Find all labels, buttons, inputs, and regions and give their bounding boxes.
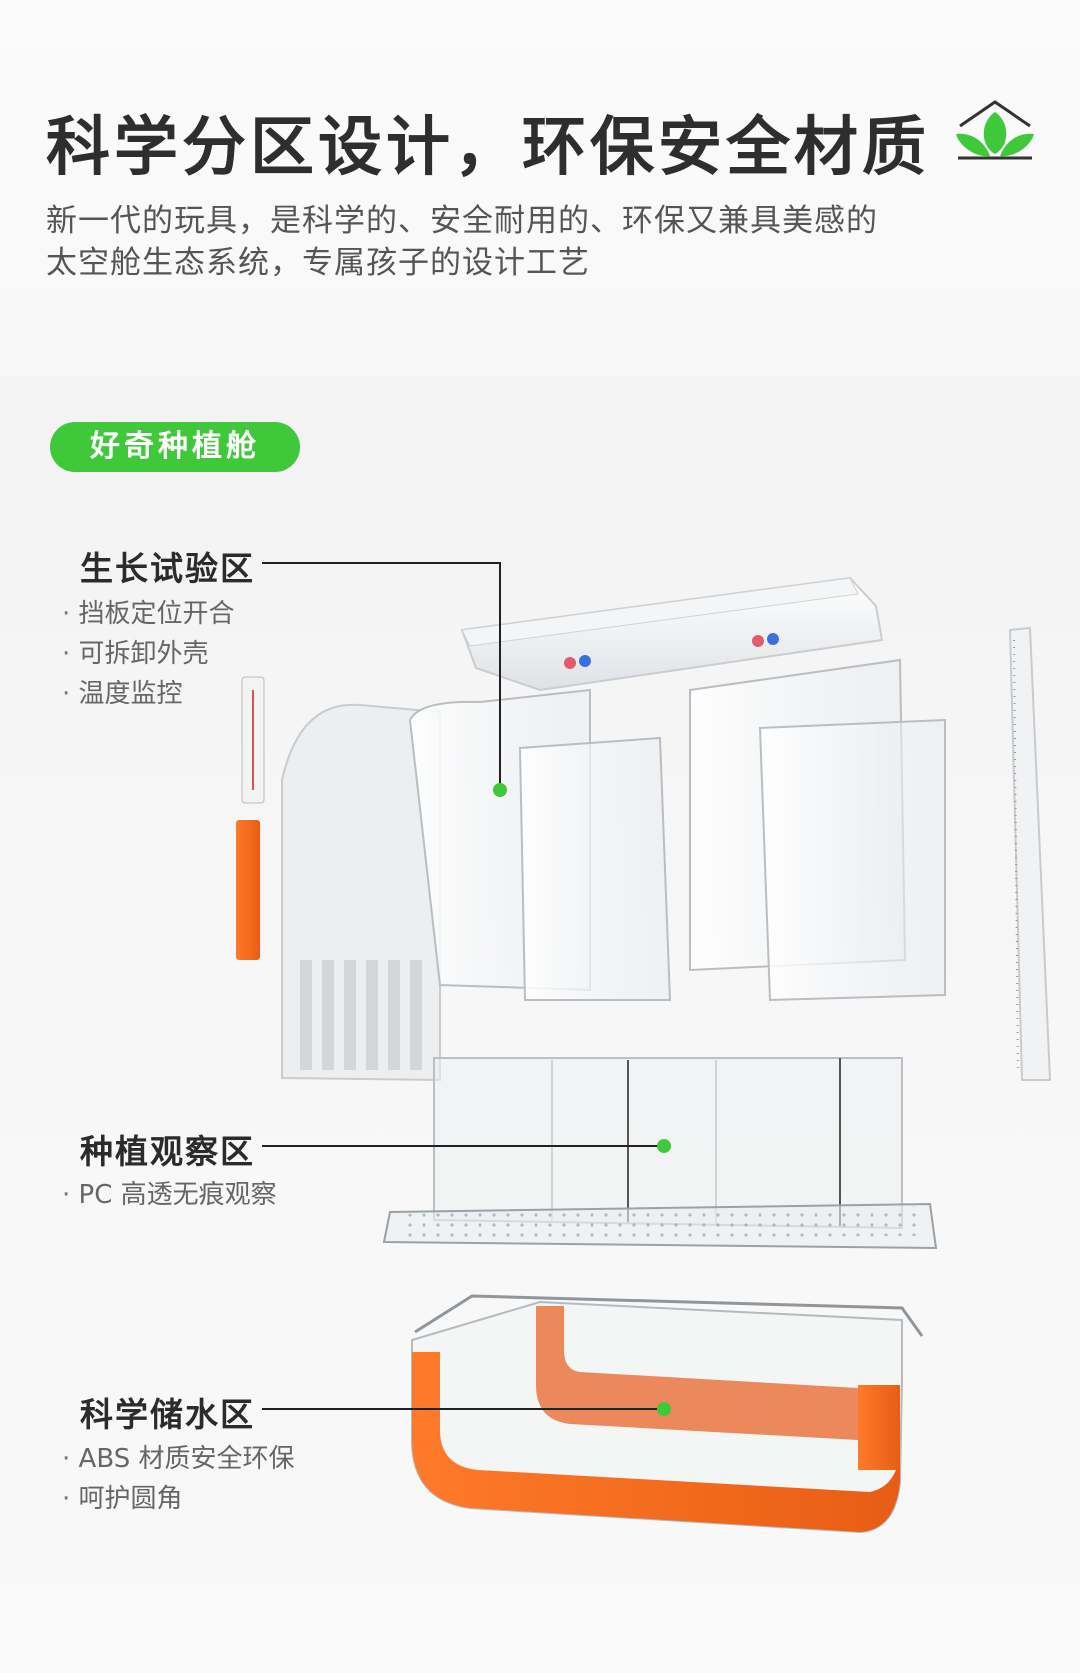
leaf-house-icon bbox=[956, 100, 1034, 160]
zone-title-growth: 生长试验区 bbox=[80, 549, 255, 588]
side-cap-shape bbox=[281, 703, 441, 1082]
list-item: 温度监控 bbox=[62, 674, 235, 714]
callout-dots bbox=[493, 783, 671, 1416]
list-item: 挡板定位开合 bbox=[62, 594, 235, 634]
product-tag: 好奇种植舱 bbox=[50, 422, 300, 472]
zone-title-water: 科学储水区 bbox=[80, 1395, 255, 1434]
subtitle-line: 太空舱生态系统，专属孩子的设计工艺 bbox=[46, 245, 590, 281]
page-title: 科学分区设计，环保安全材质 bbox=[46, 111, 930, 185]
planting-feature-list: PC 高透无痕观察 bbox=[62, 1175, 277, 1215]
orange-clip-shape bbox=[236, 820, 260, 960]
top-section: 科学分区设计，环保安全材质 新一代的玩具，是科学的、安全耐用的、环保又兼具美感的… bbox=[0, 0, 1080, 376]
list-item: PC 高透无痕观察 bbox=[62, 1175, 277, 1215]
ruler-shape bbox=[1008, 626, 1052, 1081]
list-item: ABS 材质安全环保 bbox=[62, 1439, 295, 1479]
zone-title-planting: 种植观察区 bbox=[80, 1132, 255, 1171]
water-feature-list: ABS 材质安全环保 呵护圆角 bbox=[62, 1439, 295, 1519]
water-tray-shape bbox=[411, 1294, 924, 1534]
subtitle-line: 新一代的玩具，是科学的、安全耐用的、环保又兼具美感的 bbox=[46, 203, 878, 239]
top-lid-shape bbox=[460, 576, 884, 692]
list-item: 呵护圆角 bbox=[62, 1479, 294, 1519]
thermometer-shape bbox=[241, 676, 265, 804]
callout-lines bbox=[262, 562, 664, 1410]
growth-feature-list: 挡板定位开合 可拆卸外壳 温度监控 bbox=[62, 594, 235, 714]
shield-panels bbox=[408, 658, 946, 1002]
planting-box-shape bbox=[382, 1057, 938, 1250]
list-item: 可拆卸外壳 bbox=[62, 634, 235, 674]
page-subtitle: 新一代的玩具，是科学的、安全耐用的、环保又兼具美感的 太空舱生态系统，专属孩子的… bbox=[46, 200, 946, 284]
side-cap-vents bbox=[300, 960, 422, 1070]
